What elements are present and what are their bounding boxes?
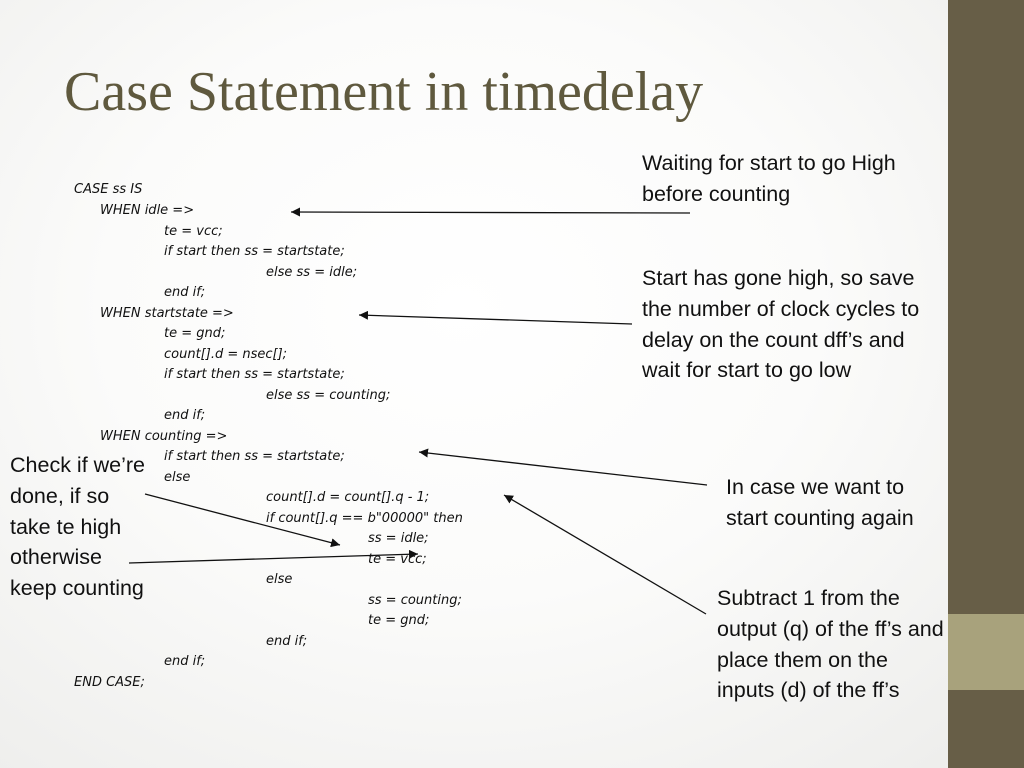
code-line: else ss = counting; (266, 388, 391, 403)
arrow-start-high (358, 310, 633, 325)
code-line: end if; (164, 285, 206, 300)
code-line: if start then ss = startstate; (164, 244, 345, 259)
code-line: END CASE; (74, 675, 145, 690)
arrow-subtract (503, 494, 707, 615)
code-line: CASE ss IS (74, 182, 143, 197)
code-line: WHEN startstate => (100, 306, 234, 321)
code-line: WHEN counting => (100, 429, 228, 444)
code-line: if start then ss = startstate; (164, 367, 345, 382)
note-subtract: Subtract 1 from the output (q) of the ff… (717, 586, 944, 703)
code-line: end if; (164, 654, 206, 669)
code-line: te = vcc; (164, 224, 223, 239)
code-line: ss = idle; (368, 531, 429, 546)
code-line: end if; (266, 634, 308, 649)
code-line: else (266, 572, 293, 587)
note-check-done: Check if we’re done, if so take te high … (10, 453, 146, 601)
sidebar-accent-block (948, 614, 1024, 690)
arrow-te-high (128, 549, 419, 564)
code-line: count[].d = count[].q - 1; (266, 490, 430, 505)
arrow-restart (418, 448, 708, 486)
code-line: te = gnd; (368, 613, 430, 628)
note-waiting: Waiting for start to go High before coun… (642, 151, 896, 206)
note-restart: In case we want to start counting again (726, 475, 914, 530)
code-line: WHEN idle => (100, 203, 195, 218)
code-line: end if; (164, 408, 206, 423)
note-start-high: Start has gone high, so save the number … (642, 266, 920, 383)
code-line: ss = counting; (368, 593, 462, 608)
code-line: count[].d = nsec[]; (164, 347, 288, 362)
code-line: else (164, 470, 191, 485)
code-line: if count[].q == b"00000" then (266, 511, 463, 526)
arrow-check-done (144, 493, 341, 548)
arrow-waiting (290, 207, 691, 217)
code-line: else ss = idle; (266, 265, 358, 280)
code-line: if start then ss = startstate; (164, 449, 345, 464)
code-line: te = gnd; (164, 326, 226, 341)
slide-title: Case Statement in timedelay (64, 61, 704, 123)
